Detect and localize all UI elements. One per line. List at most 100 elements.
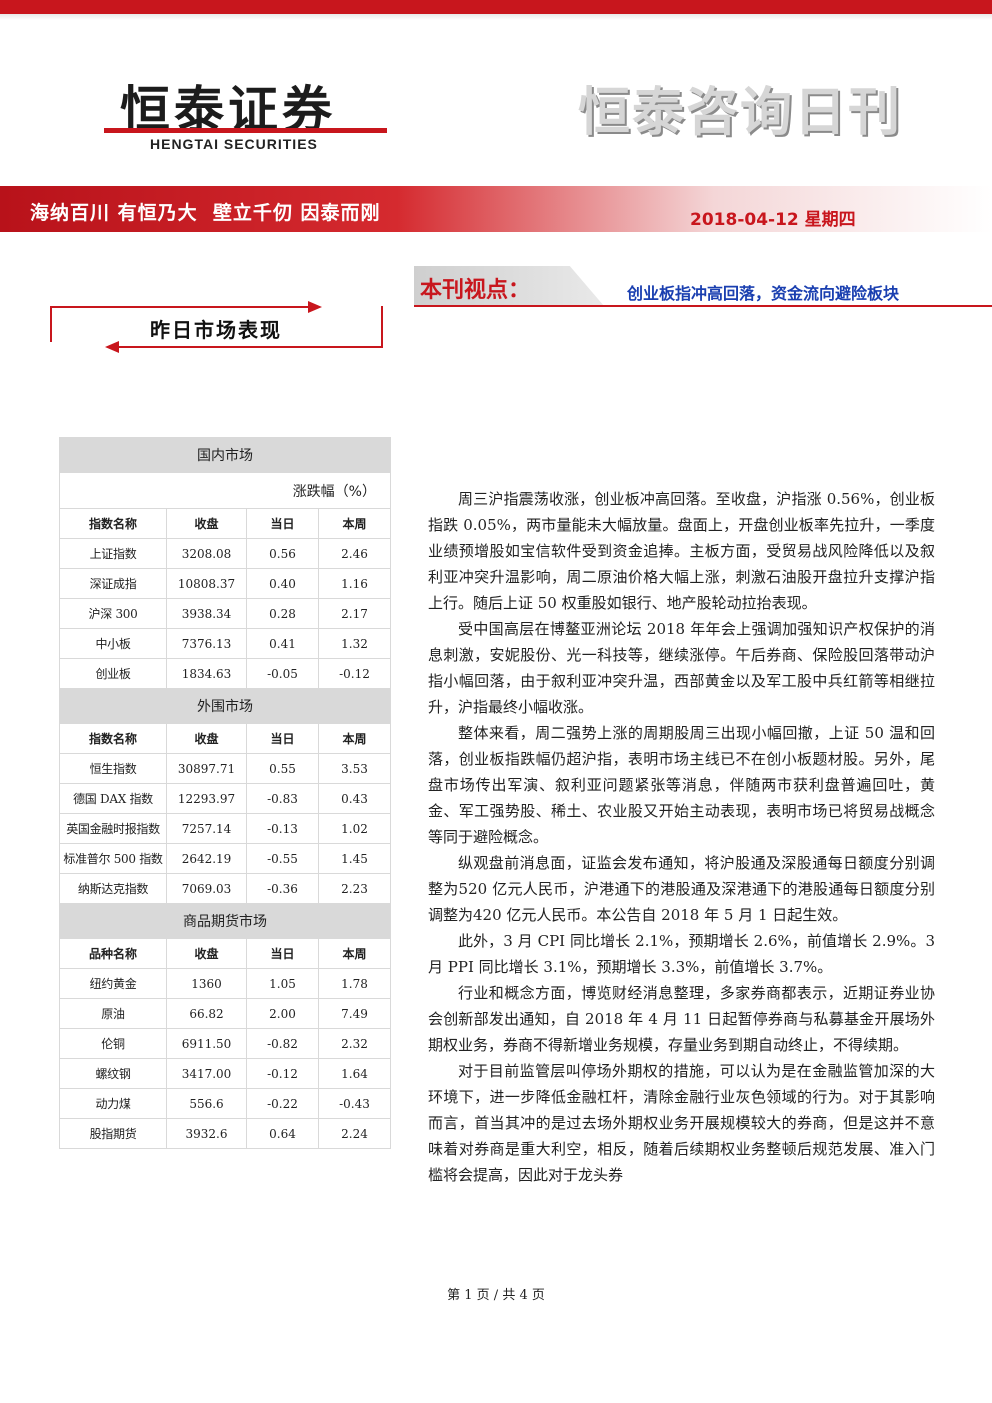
column-header: 本周	[318, 723, 391, 754]
value-cell: 2.24	[318, 1118, 391, 1149]
value-cell: 0.40	[246, 568, 319, 599]
section-title: 昨日市场表现	[150, 318, 282, 342]
value-cell: 0.64	[246, 1118, 319, 1149]
section-frame-bottom-line	[116, 346, 383, 348]
top-bar-shadow	[0, 14, 992, 20]
value-cell: 1.16	[318, 568, 391, 599]
value-cell: 0.55	[246, 753, 319, 784]
section-frame-left-line	[50, 306, 52, 342]
value-cell: 2.00	[246, 998, 319, 1029]
value-cell: 1.02	[318, 813, 391, 844]
value-cell: 0.43	[318, 783, 391, 814]
value-cell: -0.22	[246, 1088, 319, 1119]
value-cell: 3.53	[318, 753, 391, 784]
index-name-cell: 深证成指	[59, 568, 167, 599]
index-name-cell: 原油	[59, 998, 167, 1029]
value-cell: 2642.19	[166, 843, 247, 874]
value-cell: 2.23	[318, 873, 391, 904]
value-cell: 7257.14	[166, 813, 247, 844]
logo-underline	[104, 128, 387, 133]
article-paragraph: 整体来看，周二强势上涨的周期股周三出现小幅回撤，上证 50 温和回落，创业板指跌…	[428, 724, 935, 846]
arrow-left-icon	[105, 341, 119, 353]
futures-header-row: 品种名称收盘当日本周	[59, 938, 391, 969]
section-frame-top-line	[50, 306, 312, 308]
column-header: 收盘	[166, 508, 247, 539]
value-cell: 3417.00	[166, 1058, 247, 1089]
value-cell: 3208.08	[166, 538, 247, 569]
value-cell: 66.82	[166, 998, 247, 1029]
value-cell: 1.64	[318, 1058, 391, 1089]
index-name-cell: 动力煤	[59, 1088, 167, 1119]
issue-date: 2018-04-12 星期四	[690, 210, 856, 230]
foreign-section-title: 外围市场	[59, 688, 391, 724]
index-name-cell: 沪深 300	[59, 598, 167, 629]
value-cell: 2.17	[318, 598, 391, 629]
publication-title: 恒泰咨询日刊	[578, 83, 903, 143]
slogan-banner	[0, 186, 992, 232]
viewpoint-label: 本刊视点：	[420, 278, 531, 303]
arrow-right-icon	[308, 301, 322, 313]
index-name-cell: 标准普尔 500 指数	[59, 843, 167, 874]
viewpoint-underline	[414, 305, 992, 307]
value-cell: -0.13	[246, 813, 319, 844]
index-name-cell: 纳斯达克指数	[59, 873, 167, 904]
unit-row: 涨跌幅（%）	[59, 472, 391, 509]
value-cell: 7376.13	[166, 628, 247, 659]
value-cell: 1.45	[318, 843, 391, 874]
value-cell: 0.28	[246, 598, 319, 629]
value-cell: -0.05	[246, 658, 319, 689]
index-name-cell: 螺纹钢	[59, 1058, 167, 1089]
value-cell: 2.46	[318, 538, 391, 569]
column-header: 本周	[318, 508, 391, 539]
foreign-section-row: 外围市场	[59, 688, 391, 724]
value-cell: -0.83	[246, 783, 319, 814]
viewpoint-tab	[414, 266, 604, 306]
value-cell: -0.36	[246, 873, 319, 904]
column-header: 当日	[246, 723, 319, 754]
value-cell: 1.32	[318, 628, 391, 659]
value-cell: 10808.37	[166, 568, 247, 599]
column-header: 指数名称	[59, 723, 167, 754]
column-header: 收盘	[166, 723, 247, 754]
value-cell: -0.43	[318, 1088, 391, 1119]
index-name-cell: 中小板	[59, 628, 167, 659]
column-header: 品种名称	[59, 938, 167, 969]
index-name-cell: 德国 DAX 指数	[59, 783, 167, 814]
index-name-cell: 上证指数	[59, 538, 167, 569]
value-cell: 0.56	[246, 538, 319, 569]
article-body: 周三沪指震荡收涨，创业板冲高回落。至收盘，沪指涨 0.56%，创业板指跌 0.0…	[428, 486, 935, 1188]
value-cell: 0.41	[246, 628, 319, 659]
foreign-header-row: 指数名称收盘当日本周	[59, 723, 391, 754]
slogan-text: 海纳百川 有恒乃大 壁立千仞 因泰而刚	[30, 202, 381, 224]
value-cell: 556.6	[166, 1088, 247, 1119]
value-cell: 3932.6	[166, 1118, 247, 1149]
index-name-cell: 恒生指数	[59, 753, 167, 784]
futures-section-row: 商品期货市场	[59, 903, 391, 939]
column-header: 指数名称	[59, 508, 167, 539]
column-header: 当日	[246, 938, 319, 969]
domestic-header-row: 指数名称收盘当日本周	[59, 508, 391, 539]
value-cell: -0.82	[246, 1028, 319, 1059]
value-cell: -0.55	[246, 843, 319, 874]
value-cell: 1834.63	[166, 658, 247, 689]
article-paragraph: 此外，3 月 CPI 同比增长 2.1%，预期增长 2.6%，前值增长 2.9%…	[428, 932, 935, 976]
value-cell: 6911.50	[166, 1028, 247, 1059]
value-cell: 30897.71	[166, 753, 247, 784]
column-header: 本周	[318, 938, 391, 969]
page-footer: 第 1 页 / 共 4 页	[447, 1288, 545, 1303]
value-cell: 1.78	[318, 968, 391, 999]
index-name-cell: 伦铜	[59, 1028, 167, 1059]
change-unit-label: 涨跌幅（%）	[59, 472, 391, 509]
